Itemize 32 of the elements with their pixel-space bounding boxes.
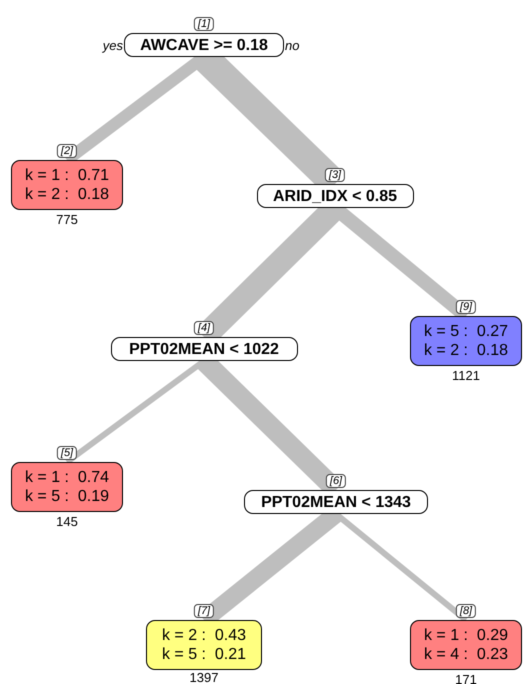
class-probability: k = 5 : 0.21 [162, 645, 246, 664]
node-number: [4] [194, 321, 214, 335]
sample-count: 171 [455, 673, 477, 684]
branch-label: no [285, 38, 300, 53]
sample-count: 775 [56, 213, 78, 227]
branch-band [334, 512, 468, 622]
node-number: [8] [456, 604, 476, 618]
class-probability: k = 5 : 0.19 [24, 487, 110, 506]
branch-label: yes [102, 38, 123, 53]
node-number: [5] [56, 446, 78, 460]
split-condition: PPT02MEAN < 1022 [129, 340, 279, 358]
sample-count: 1121 [452, 369, 480, 383]
node-number: [3] [324, 168, 346, 182]
class-probability: k = 1 : 0.29 [424, 626, 508, 645]
class-probability: k = 2 : 0.43 [162, 626, 246, 645]
branch-band [65, 358, 206, 464]
class-probability: k = 5 : 0.27 [424, 322, 508, 341]
sample-count: 145 [56, 515, 78, 529]
class-probability: k = 2 : 0.18 [24, 185, 110, 204]
split-condition: PPT02MEAN < 1343 [261, 492, 411, 512]
node-number: [2] [56, 144, 78, 158]
split-condition: AWCAVE >= 0.18 [140, 36, 268, 54]
class-probability: k = 1 : 0.74 [24, 468, 110, 487]
class-probability: k = 1 : 0.71 [24, 166, 110, 185]
node-number: [9] [456, 300, 476, 314]
split-condition: ARID_IDX < 0.85 [272, 186, 398, 206]
node-number: [1] [194, 17, 214, 31]
class-probability: k = 4 : 0.23 [424, 645, 508, 664]
sample-count: 1397 [190, 671, 218, 684]
class-probability: k = 2 : 0.18 [424, 341, 508, 360]
node-number: [7] [194, 604, 214, 618]
node-number: [6] [326, 474, 346, 488]
